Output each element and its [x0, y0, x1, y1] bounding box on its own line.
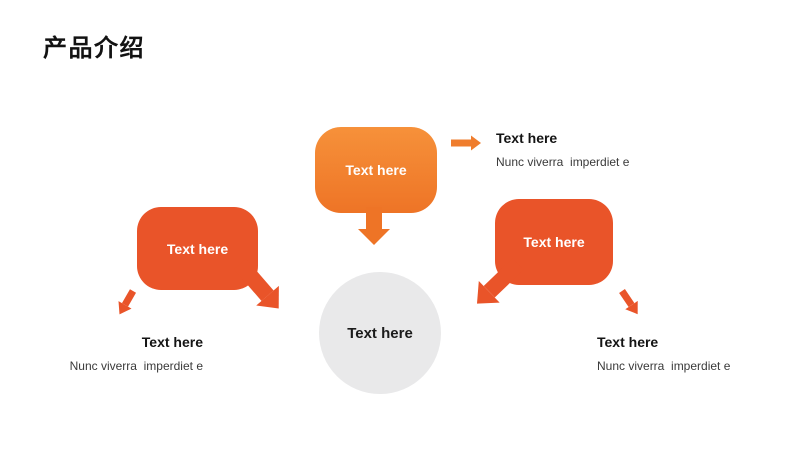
callout-body: Nunc viverra imperdiet e — [597, 359, 731, 373]
page-title: 产品介绍 — [43, 35, 145, 62]
callout-top-right: Text here Nunc viverra imperdiet e — [496, 129, 629, 170]
callout-heading: Text here — [141, 334, 203, 350]
down-right-arrow-icon — [619, 289, 638, 315]
right-arrow-icon — [451, 135, 481, 151]
center-circle-label: Text here — [347, 324, 413, 342]
top-bubble: Text here — [315, 127, 437, 213]
callout-body: Nunc viverra imperdiet e — [69, 359, 203, 373]
top-bubble-label: Text here — [345, 162, 407, 178]
callout-heading: Text here — [597, 334, 659, 350]
left-bubble-label: Text here — [166, 240, 229, 257]
right-bubble: Text here — [495, 199, 613, 285]
left-bubble: Text here — [137, 207, 258, 290]
callout-heading: Text here — [496, 130, 558, 146]
right-bubble-label: Text here — [523, 234, 585, 250]
callout-body: Nunc viverra imperdiet e — [496, 155, 630, 169]
callout-bottom-left: Text here Nunc viverra imperdiet e — [70, 333, 203, 374]
center-circle: Text here — [319, 272, 441, 394]
down-left-arrow-icon — [118, 289, 137, 315]
callout-bottom-right: Text here Nunc viverra imperdiet e — [597, 333, 730, 374]
